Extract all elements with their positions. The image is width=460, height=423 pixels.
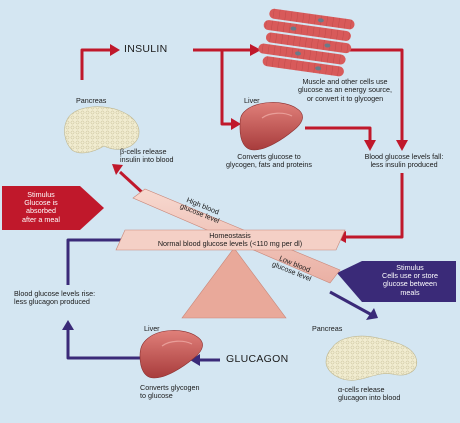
liver-top-label: Liver	[244, 96, 260, 105]
alpha-cells-description: α-cells release glucagon into blood	[338, 385, 401, 403]
beta-cells-description: β-cells release insulin into blood	[120, 147, 174, 165]
arrow-insulin-to-liver	[220, 50, 231, 126]
fulcrum	[181, 247, 287, 319]
glucagon-label: GLUCAGON	[226, 353, 289, 365]
liver-top-illustration	[239, 102, 303, 151]
levels-rise-description: Blood glucose levels rise: less glucagon…	[14, 289, 96, 307]
arrow-levels-fall-to-homeostasis	[346, 173, 404, 239]
glucagon-pathway-arrows	[66, 238, 373, 362]
insulin-label: INSULIN	[124, 43, 168, 55]
pancreas-bottom-illustration	[325, 335, 418, 381]
liver-top-description: Converts glucose to glycogen, fats and p…	[226, 152, 312, 170]
liver-bottom-illustration	[139, 330, 203, 379]
homeostasis-title: Homeostasis	[209, 231, 251, 240]
pancreas-bottom-label: Pancreas	[312, 324, 343, 333]
liver-bottom-label: Liver	[144, 324, 160, 333]
arrow-beam-to-pancreas	[329, 290, 373, 317]
stimulus-low-text: Stimulus Cells use or store glucose betw…	[382, 263, 438, 297]
arrow-liver-to-levels-fall	[305, 126, 372, 140]
insulin-pathway-arrows	[80, 48, 404, 239]
arrow-homeostasis-to-levels-rise	[66, 238, 125, 285]
arrow-liver-to-levels-rise	[66, 330, 140, 360]
stimulus-high-banner	[2, 186, 104, 230]
arrow-pancreas-to-insulin	[80, 48, 110, 80]
stimulus-low-banner	[337, 261, 456, 302]
muscle-cells-illustration	[258, 8, 355, 77]
liver-bottom-description: Converts glycogen to glucose	[140, 383, 200, 401]
pancreas-top-label: Pancreas	[76, 96, 107, 105]
arrow-high-to-pancreas	[118, 170, 147, 197]
levels-fall-description: Blood glucose levels fall: less insulin …	[364, 152, 444, 170]
arrow-muscle-to-levels-fall	[350, 48, 404, 140]
homeostasis-board	[115, 229, 346, 251]
stimulus-high-text: Stimulus Glucose is absorbed after a mea…	[22, 190, 60, 224]
muscle-description: Muscle and other cells use glucose as an…	[298, 77, 392, 103]
homeostasis-description: Normal blood glucose levels (<110 mg per…	[157, 239, 303, 248]
pancreas-top-illustration	[64, 106, 140, 154]
